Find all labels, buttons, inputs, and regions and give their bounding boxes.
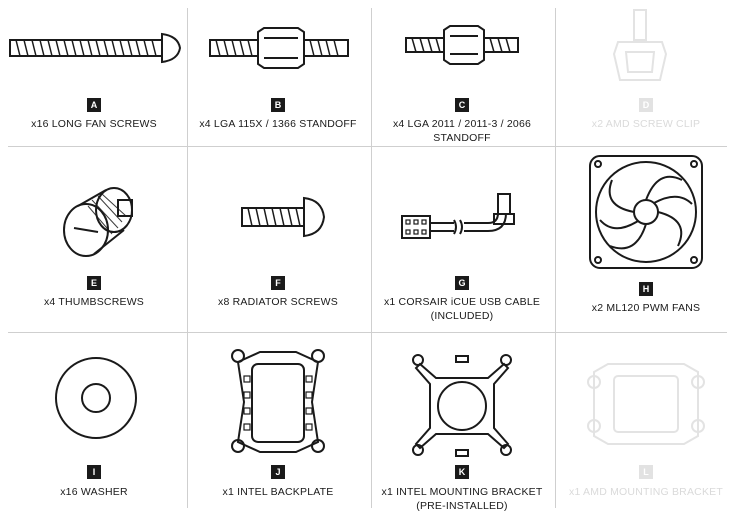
part-caption: x16 LONG FAN SCREWS [31, 118, 157, 130]
part-caption: x8 RADIATOR SCREWS [218, 296, 338, 308]
part-c: C x4 LGA 2011 / 2011-3 / 2066 STANDOFF [370, 2, 554, 176]
part-g: G x1 CORSAIR iCUE USB CABLE (INCLUDED) [370, 180, 554, 354]
part-letter-badge: L [639, 465, 653, 479]
part-caption: x16 WASHER [60, 486, 128, 498]
radiator-screw-icon [186, 180, 370, 275]
thumbscrew-icon [2, 180, 186, 275]
part-letter-badge: G [455, 276, 469, 290]
part-letter-badge: B [271, 98, 285, 112]
part-caption: x1 AMD MOUNTING BRACKET [569, 486, 723, 498]
usb-cable-icon [370, 180, 554, 275]
part-letter-badge: H [639, 282, 653, 296]
part-e: E x4 THUMBSCREWS [2, 180, 186, 354]
part-letter-badge: E [87, 276, 101, 290]
part-caption: x4 THUMBSCREWS [43, 296, 145, 308]
part-caption: x4 LGA 2011 / 2011-3 / 2066 STANDOFF [392, 118, 532, 144]
amd-screw-clip-icon [554, 2, 735, 97]
fan-icon [554, 150, 735, 269]
part-k: K x1 INTEL MOUNTING BRACKET (PRE-INSTALL… [370, 342, 554, 516]
long-fan-screw-icon [2, 2, 186, 97]
part-caption: x2 ML120 PWM FANS [591, 302, 701, 314]
divider [187, 8, 188, 508]
divider [8, 332, 727, 333]
backplate-icon [186, 342, 370, 453]
part-f: F x8 RADIATOR SCREWS [186, 180, 370, 354]
part-caption: x1 INTEL BACKPLATE [222, 486, 334, 498]
part-letter-badge: A [87, 98, 101, 112]
standoff-icon [370, 2, 554, 97]
part-letter-badge: C [455, 98, 469, 112]
part-caption: x1 CORSAIR iCUE USB CABLE (INCLUDED) [383, 296, 541, 322]
part-i: I x16 WASHER [2, 346, 186, 520]
part-letter-badge: J [271, 465, 285, 479]
part-h: H x2 ML120 PWM FANS [554, 150, 735, 324]
washer-icon [2, 346, 186, 441]
part-letter-badge: K [455, 465, 469, 479]
part-l: L x1 AMD MOUNTING BRACKET [554, 342, 735, 516]
divider [8, 146, 727, 147]
part-letter-badge: I [87, 465, 101, 479]
part-letter-badge: D [639, 98, 653, 112]
part-b: B x4 LGA 115X / 1366 STANDOFF [186, 2, 370, 176]
mounting-bracket-icon [370, 342, 554, 457]
part-j: J x1 INTEL BACKPLATE [186, 342, 370, 516]
part-d: D x2 AMD SCREW CLIP [554, 2, 735, 176]
divider [371, 8, 372, 508]
divider [555, 8, 556, 508]
amd-bracket-icon [554, 342, 735, 445]
part-caption: x4 LGA 115X / 1366 STANDOFF [199, 118, 357, 130]
part-a: A x16 LONG FAN SCREWS [2, 2, 186, 176]
part-letter-badge: F [271, 276, 285, 290]
part-caption: x1 INTEL MOUNTING BRACKET (PRE-INSTALLED… [381, 486, 543, 512]
standoff-icon [186, 2, 370, 97]
part-caption: x2 AMD SCREW CLIP [591, 118, 701, 130]
